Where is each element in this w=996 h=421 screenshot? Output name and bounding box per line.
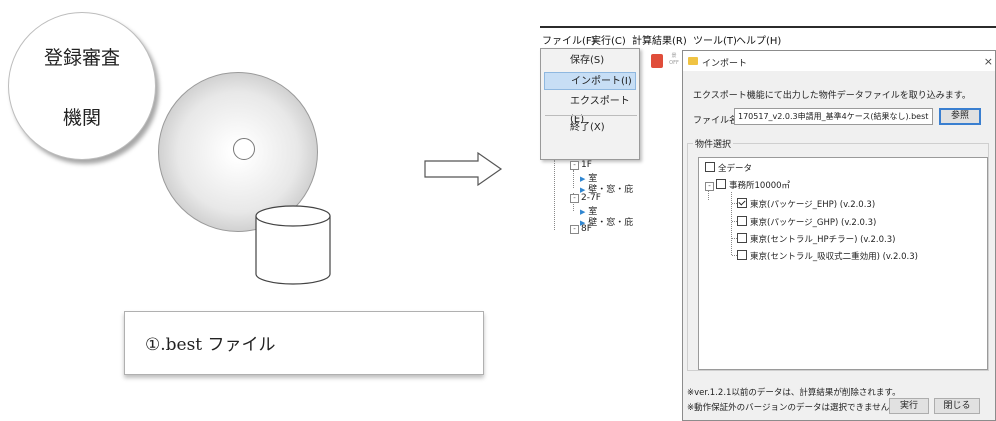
menu-separator bbox=[545, 115, 637, 116]
folder-icon bbox=[688, 57, 698, 65]
checkbox[interactable] bbox=[705, 162, 715, 172]
menu-run[interactable]: 実行(C) bbox=[591, 36, 626, 47]
close-button[interactable]: 閉じる bbox=[934, 398, 980, 414]
tree-node-8f[interactable]: -8F bbox=[570, 224, 592, 234]
registration-agency-circle: 登録審査 機関 bbox=[8, 12, 156, 160]
list-item[interactable]: 全データ bbox=[705, 162, 752, 174]
browse-button[interactable]: 参照 bbox=[939, 108, 981, 125]
agency-label-line1: 登録審査 bbox=[43, 47, 120, 69]
note-version: ※ver.1.2.1以前のデータは、計算結果が削除されます。 bbox=[687, 388, 901, 398]
close-icon[interactable]: × bbox=[983, 55, 993, 68]
menu-file[interactable]: ファイル(F) bbox=[542, 36, 596, 47]
checkbox[interactable] bbox=[716, 179, 726, 189]
checkbox[interactable] bbox=[737, 233, 747, 243]
dialog-description: エクスポート機能にて出力した物件データファイルを取り込みます。 bbox=[693, 91, 971, 101]
list-item[interactable]: 東京(パッケージ_GHP) (v.2.0.3) bbox=[737, 216, 876, 228]
menu-bar: ファイル(F) 実行(C) 計算結果(R) ツール(T) ヘルプ(H) bbox=[540, 26, 996, 48]
checkbox-checked[interactable] bbox=[737, 198, 747, 208]
file-menu-dropdown: 保存(S) インポート(I) エクスポート(E) 終了(X) bbox=[540, 48, 640, 160]
menu-results[interactable]: 計算結果(R) bbox=[632, 36, 687, 47]
property-list: 全データ -事務所10000㎡ 東京(パッケージ_EHP) (v.2.0.3) … bbox=[698, 157, 988, 370]
menu-tools[interactable]: ツール(T) bbox=[693, 36, 737, 47]
menu-item-import[interactable]: インポート(I) bbox=[544, 72, 636, 90]
list-item[interactable]: -事務所10000㎡ bbox=[705, 179, 790, 191]
tree-node-1f[interactable]: -1F bbox=[570, 160, 592, 170]
best-file-label: ①.best ファイル bbox=[145, 335, 276, 355]
agency-label-line2: 機関 bbox=[62, 107, 101, 129]
property-selection-group bbox=[687, 143, 989, 371]
stop-icon[interactable] bbox=[651, 54, 663, 68]
checkbox[interactable] bbox=[737, 250, 747, 260]
tree-node-room[interactable]: ▶ 室 bbox=[580, 174, 598, 184]
tree-node-wall[interactable]: ▶ 壁・窓・庇 bbox=[580, 185, 634, 195]
tree-node-room[interactable]: ▶ 室 bbox=[580, 207, 598, 217]
building-tree: -1F ▶ 室 ▶ 壁・窓・庇 -2-7F ▶ 室 ▶ 壁・窓・庇 -8F bbox=[540, 160, 680, 234]
list-item[interactable]: 東京(セントラル_HPチラー) (v.2.0.3) bbox=[737, 233, 895, 245]
best-file-box: ①.best ファイル bbox=[124, 311, 484, 375]
filename-field[interactable]: 170517_v2.0.3申請用_基準4ケース(結果なし).best bbox=[734, 108, 933, 125]
menu-item-exit[interactable]: 終了(X) bbox=[570, 122, 605, 133]
list-item[interactable]: 東京(パッケージ_EHP) (v.2.0.3) bbox=[737, 198, 875, 210]
menu-help[interactable]: ヘルプ(H) bbox=[736, 36, 782, 47]
menu-item-save[interactable]: 保存(S) bbox=[570, 55, 605, 66]
tree-node-2-7f[interactable]: -2-7F bbox=[570, 193, 601, 203]
right-arrow-icon bbox=[424, 151, 503, 187]
import-dialog: インポート × エクスポート機能にて出力した物件データファイルを取り込みます。 … bbox=[682, 50, 996, 421]
database-icon bbox=[255, 205, 331, 285]
filename-label: ファイル名 bbox=[693, 116, 739, 126]
note-unsupported: ※動作保証外のバージョンのデータは選択できません。 bbox=[687, 403, 898, 413]
disc-hole-icon bbox=[233, 138, 255, 160]
dialog-title: インポート bbox=[702, 59, 748, 69]
run-button[interactable]: 実行 bbox=[889, 398, 929, 414]
list-item[interactable]: 東京(セントラル_吸収式二重効用) (v.2.0.3) bbox=[737, 250, 918, 262]
checkbox[interactable] bbox=[737, 216, 747, 226]
tree-node-wall[interactable]: ▶ 壁・窓・庇 bbox=[580, 218, 634, 228]
dialog-titlebar: インポート × bbox=[683, 51, 995, 71]
menu-item-export[interactable]: エクスポート(E) bbox=[570, 96, 630, 125]
group-title: 物件選択 bbox=[693, 137, 734, 150]
